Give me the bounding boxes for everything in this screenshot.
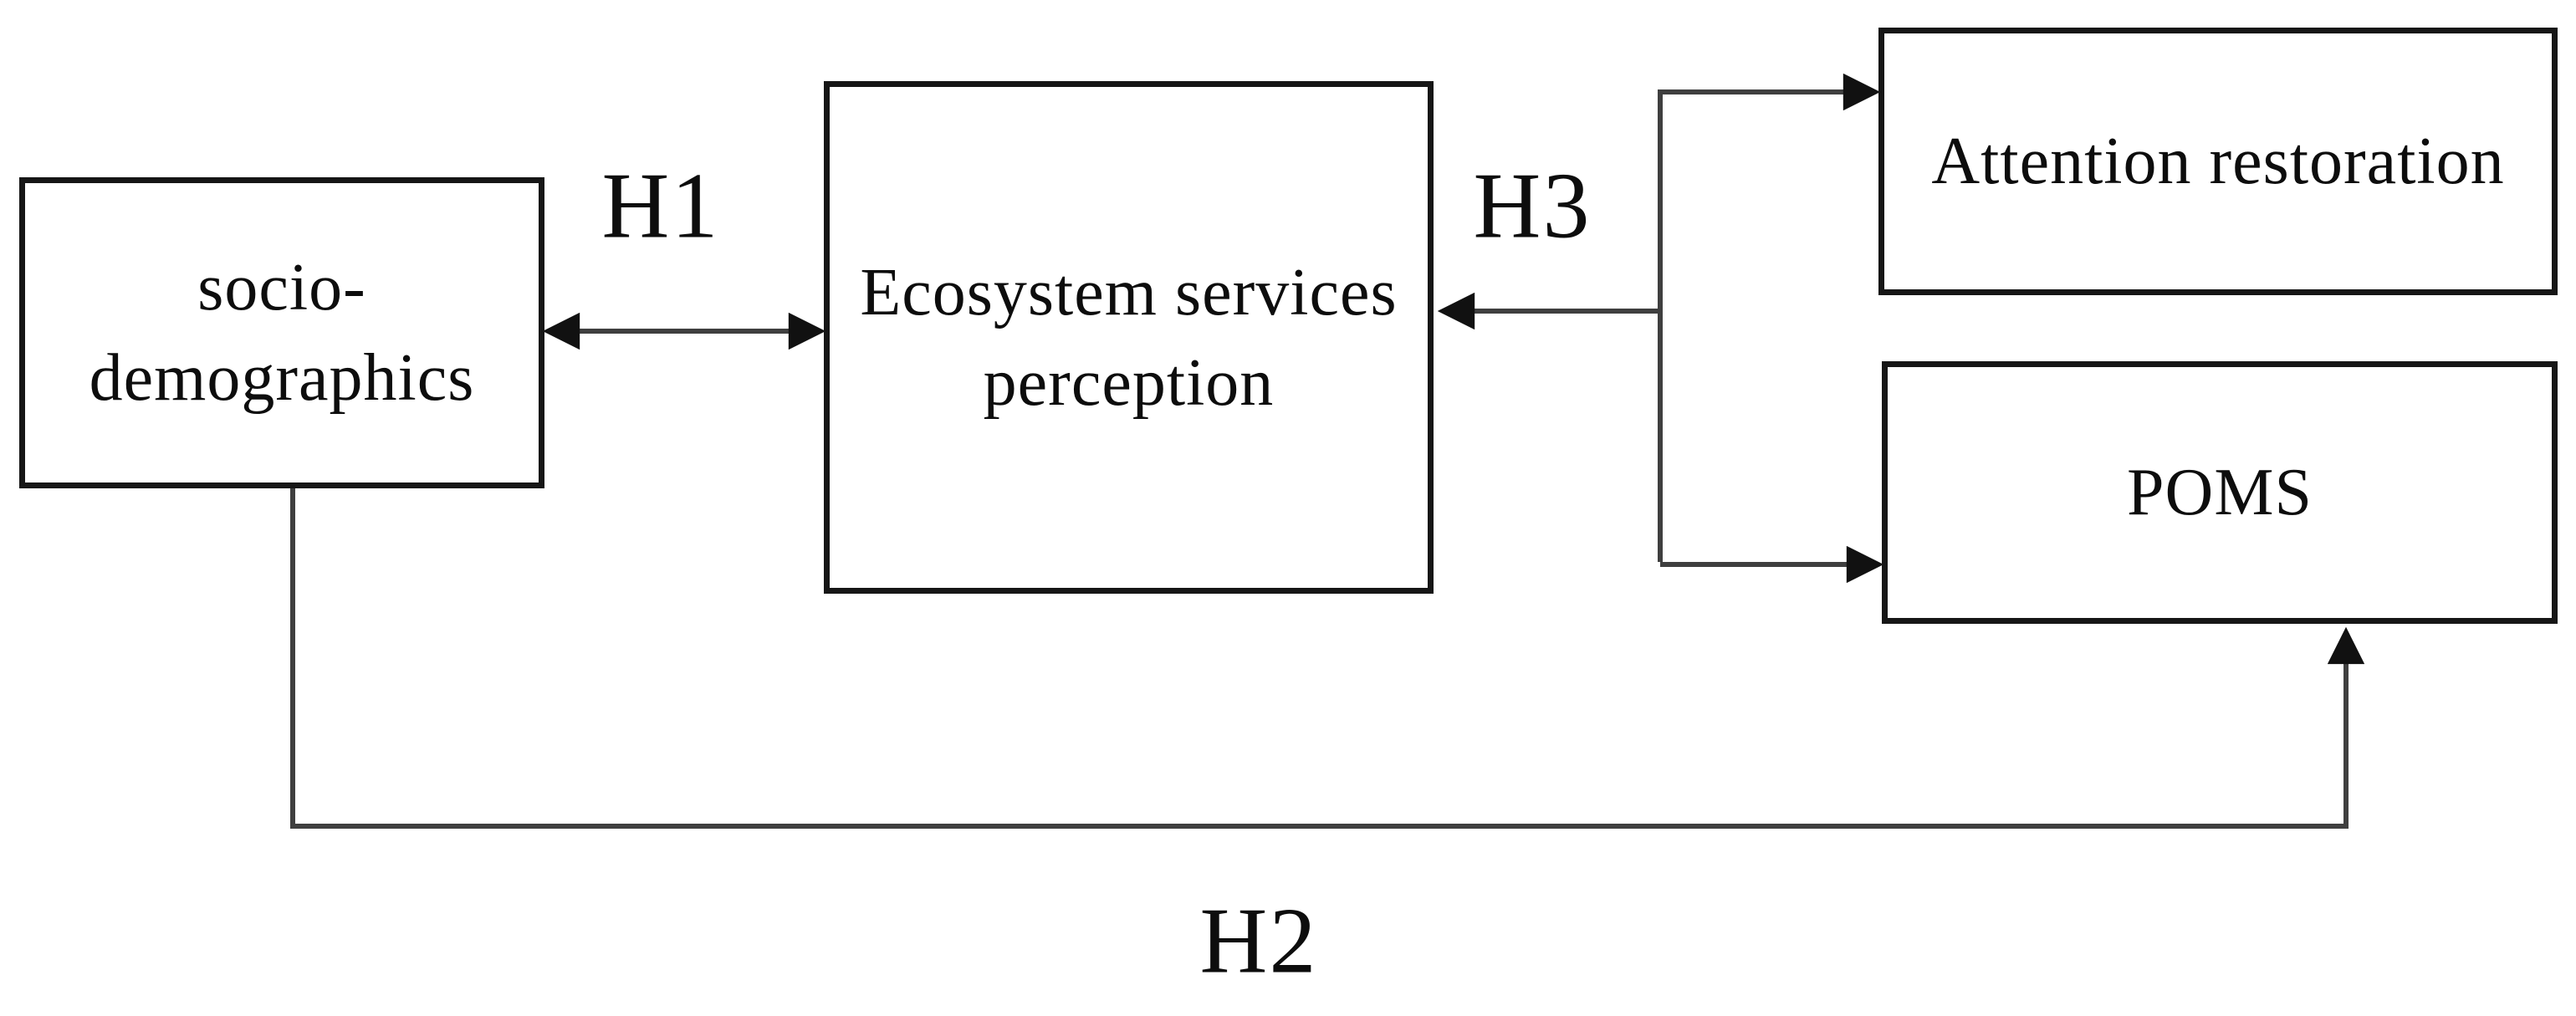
- node-label: POMS: [2127, 456, 2313, 529]
- node-socio-demographics: socio- demographics: [19, 177, 544, 488]
- node-label: socio- demographics: [89, 251, 475, 415]
- node-poms: POMS: [1882, 361, 2558, 624]
- branch-connector-attention-line: [1658, 73, 1881, 562]
- node-label: Ecosystem services perception: [860, 255, 1398, 420]
- label-h2: H2: [1199, 889, 1318, 993]
- node-attention-restoration: Attention restoration: [1878, 28, 2558, 295]
- node-ecosystem-services-perception: Ecosystem services perception: [824, 81, 1434, 594]
- h2-path-line: [290, 488, 2365, 829]
- node-label: Attention restoration: [1931, 125, 2505, 198]
- label-h3: H3: [1473, 154, 1592, 258]
- label-h1: H1: [601, 154, 720, 258]
